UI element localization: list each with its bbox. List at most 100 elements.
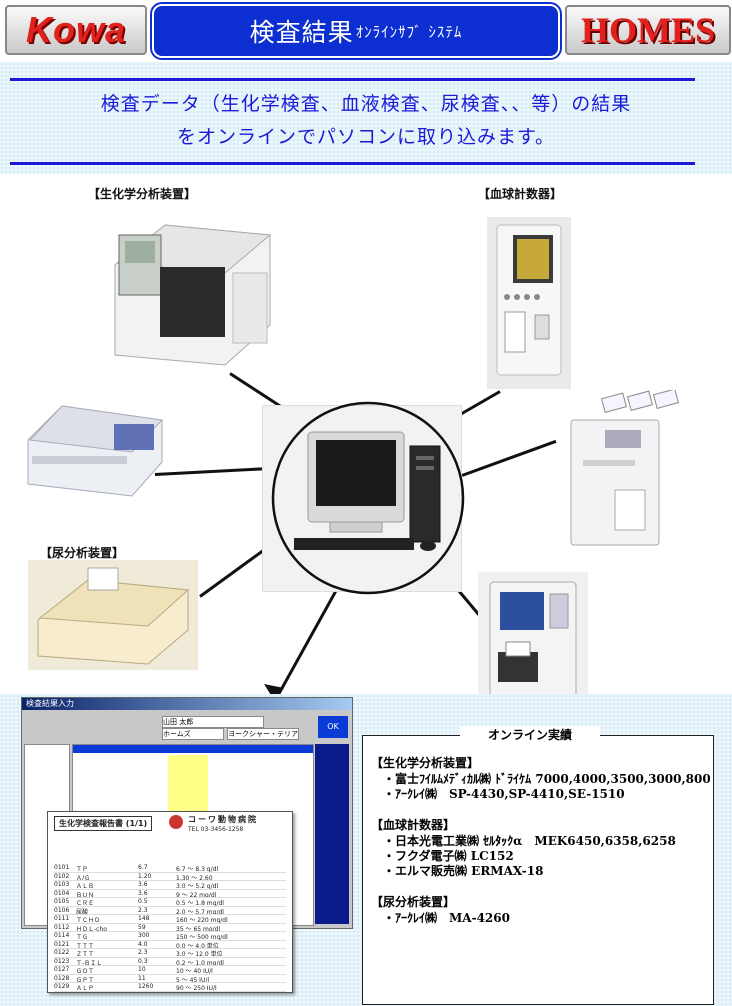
report-row: 0129 ＡＬＰ 1260 90 ～ 250 IU/l [54,983,286,992]
report-cell: ＡＬＰ [76,985,95,991]
report-row: 0111 ＴＣＨＯ 148 160 ～ 220 mg/dl [54,915,286,924]
report-cell: 0.2 ～ 1.0 mg/dl [176,959,224,966]
report-row: 0123 Ｔ-ＢＩＬ 0.3 0.2 ～ 1.0 mg/dl [54,957,286,966]
report-cell: 10 ～ 40 IU/l [176,968,213,974]
report-cell: ＴＣＨＯ [76,917,101,923]
report-cell: 3.0 ～ 12.0 単位 [176,951,223,957]
report-cell: 11 [138,974,146,982]
report-cell: 2.0 ～ 5.7 mg/dl [176,908,224,915]
report-cell: 160 ～ 220 mg/dl [176,917,228,923]
report-cell: ＣＲＥ [76,900,95,906]
report-row: 0106 尿酸 2.3 2.0 ～ 5.7 mg/dl [54,906,286,915]
report-cell: 4.0 [138,940,148,948]
intro-rule-bottom [10,162,695,165]
label-urine: 【尿分析装置】 [40,546,125,560]
owner-field[interactable]: ホームズ [162,728,224,740]
homes-logo: HOMES [565,5,731,55]
results-entry: ・エルマ販売㈱ ERMAX-18 [383,864,544,878]
online-results-box: 【生化学分析装置】・富士ﾌｲﾙﾑﾒﾃﾞｨｶﾙ㈱ ﾄﾞﾗｲｹﾑ 7000,4000… [362,735,714,1005]
report-cell: ＴＧ [76,934,89,940]
ok-button[interactable]: OK [318,716,348,738]
report-cell: 2.3 [138,906,148,914]
kowa-logo: Kowa [5,5,147,55]
results-section-heading: 【生化学分析装置】 [371,756,480,770]
report-cell: 5 ～ 45 IU/l [176,976,210,983]
report-cell: 1.30 ～ 2.60 [176,874,213,881]
results-entry: ・ｱｰｸﾚｲ㈱ MA-4260 [383,911,510,925]
results-entry: ・フクダ電子㈱ LC152 [383,849,514,863]
report-cell: 148 [138,915,150,922]
report-cell: 0105 [54,898,70,905]
report-cell: 0128 [54,974,70,982]
label-biochem: 【生化学分析装置】 [88,187,197,201]
report-cell: 尿酸 [76,908,89,915]
report-cell: 0.5 [138,898,148,905]
report-cell: 0114 [54,932,70,939]
report-cell: ＧＰＴ [76,976,95,983]
report-cell: 150 ～ 500 mg/dl [176,934,228,940]
report-cell: 3.6 [138,881,148,888]
title-main: 検査結果 [249,18,354,47]
window-titlebar: 検査結果入力 [22,698,352,710]
report-row: 0114 ＴＧ 300 150 ～ 500 mg/dl [54,932,286,941]
report-row: 0128 ＧＰＴ 11 5 ～ 45 IU/l [54,974,286,983]
report-cell: 10 [138,966,146,973]
pc-icon [271,401,465,595]
report-pages: (1/1) [125,819,148,828]
results-section-heading: 【尿分析装置】 [371,895,456,909]
report-cell: 0103 [54,881,70,888]
report-cell: 0129 [54,983,70,990]
results-entry: ・富士ﾌｲﾙﾑﾒﾃﾞｨｶﾙ㈱ ﾄﾞﾗｲｹﾑ 7000,4000,3500,300… [383,772,711,786]
report-cell: 9 ～ 22 mg/dl [176,891,217,898]
report-cell: Ｔ-ＢＩＬ [76,959,103,966]
report-cell: 0106 [54,906,70,914]
link-right [461,439,557,477]
report-cell: 3.0 ～ 5.2 g/dl [176,883,219,889]
keypad-analyzer-icon [27,405,164,497]
homes-logo-text: HOMES [580,10,715,50]
urine-analyzer-icon [28,560,198,670]
report-cell: 0111 [54,915,70,922]
report-cell: 0122 [54,949,70,956]
link-left [154,466,270,476]
report-cell: 2.3 [138,949,148,956]
report-cell: 0.3 [138,957,148,965]
report-cell: 0121 [54,940,70,948]
label-blood: 【血球計数器】 [478,187,563,201]
report-cell: 1260 [138,983,154,990]
report-row: 0105 ＣＲＥ 0.5 0.5 ～ 1.8 mg/dl [54,898,286,907]
results-entry: ・ｱｰｸﾚｲ㈱ SP-4430,SP-4410,SE-1510 [383,787,625,801]
page-title: 検査結果ｵﾝﾗｲﾝｻﾌﾞ ｼｽﾃﾑ [152,4,560,58]
card-analyzer-icon [570,390,680,546]
report-cell: 1.20 [138,872,152,880]
results-entry: ・日本光電工業㈱ ｾﾙﾀｯｸα MEK6450,6358,6258 [383,834,676,848]
report-cell: ＢＵＮ [76,891,95,898]
report-cell: ＧＯＴ [76,968,95,974]
lab-report: 生化学検査報告書 (1/1) コーワ動物病院 TEL 03-3456-1258 … [47,811,293,993]
report-cell: 0101 [54,864,70,871]
intro-rule-top [10,78,695,81]
report-cell: 0127 [54,966,70,973]
intro-line-1: 検査データ（生化学検査、血液検査、尿検査、、等）の結果 [100,93,632,115]
patient-name-field[interactable]: 山田 太郎 [162,716,264,728]
hospital-tel: TEL 03-3456-1258 [188,826,244,833]
report-cell: 35 ～ 65 mg/dl [176,925,221,932]
report-cell: 300 [138,932,150,939]
biochem-analyzer-icon [114,224,272,366]
report-cell: 0.5 ～ 1.8 mg/dl [176,900,224,906]
report-cell: 0123 [54,957,70,965]
report-cell: ＨＤＬ-cho [76,925,107,932]
report-title: 生化学検査報告書 (1/1) [54,816,153,831]
report-cell: 59 [138,923,146,931]
breed-field[interactable]: ヨークシャー・テリア [227,728,299,740]
report-row: 0127 ＧＯＴ 10 10 ～ 40 IU/l [54,966,286,975]
report-cell: ＴＰ [76,866,89,872]
hospital-logo-icon [169,815,183,829]
report-cell: 90 ～ 250 IU/l [176,985,217,991]
bottom-analyzer-icon [478,572,588,712]
